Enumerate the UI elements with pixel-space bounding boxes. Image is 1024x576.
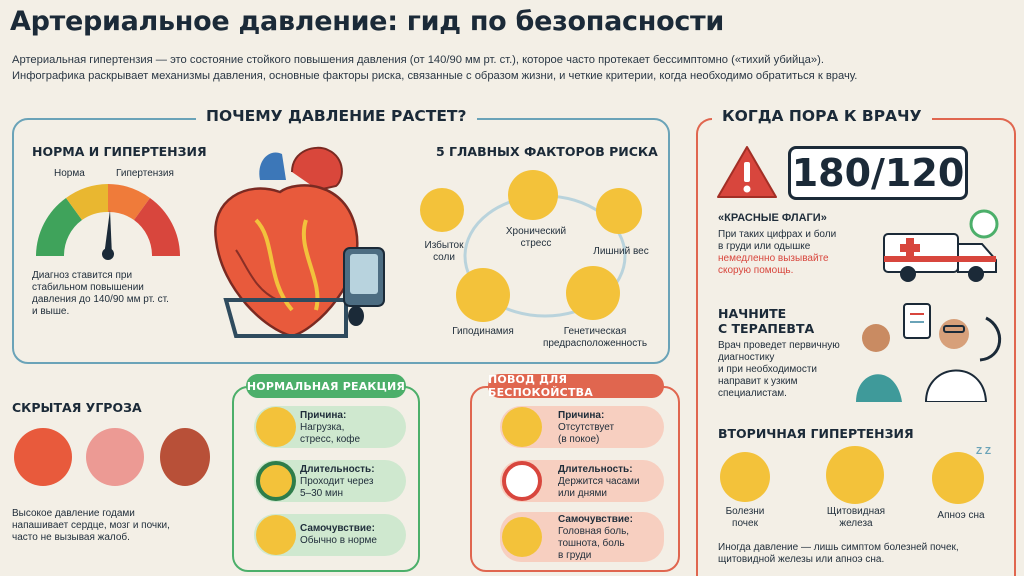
heart-illustration <box>214 146 385 338</box>
factor-hypo: Гиподинамия <box>452 326 514 337</box>
calm-person-icon <box>256 515 296 555</box>
pressure-gauge <box>36 184 180 260</box>
thyroid-icon <box>826 446 884 504</box>
clock-green-icon <box>256 461 296 501</box>
threat-text: Высокое давление годами напашивает сердц… <box>12 508 170 543</box>
normal-feeling-text: Самочувствие:Обычно в норме <box>300 523 377 546</box>
concern-feeling-text: Самочувствие:Головная боль,тошнота, боль… <box>558 514 633 561</box>
sleep-apnea-icon <box>932 452 984 504</box>
secondary-footer: Иногда давление — лишь симптом болезней … <box>718 542 959 565</box>
zz-icon: Z Z <box>976 446 991 457</box>
why-title: ПОЧЕМУ ДАВЛЕНИЕ РАСТЕТ? <box>196 107 477 125</box>
heart-organ-icon <box>14 428 72 486</box>
doctor-title: КОГДА ПОРА К ВРАЧУ <box>712 107 932 125</box>
normal-cause-text: Причина:Нагрузка,стресс, кофе <box>300 410 361 445</box>
clock-red-icon <box>502 461 542 501</box>
risk-title: 5 ГЛАВНЫХ ФАКТОРОВ РИСКА <box>436 144 658 159</box>
dna-icon <box>566 266 620 320</box>
brain-icon <box>86 428 144 486</box>
secondary-title: ВТОРИЧНАЯ ГИПЕРТЕНЗИЯ <box>718 426 914 441</box>
concern-cause-text: Причина:Отсутствует(в покое) <box>558 410 615 445</box>
salt-icon <box>420 188 464 232</box>
normal-label: НОРМАЛЬНАЯ РЕАКЦИЯ <box>246 374 406 398</box>
apnea-label: Апноэ сна <box>937 510 985 521</box>
concern-label: ПОВОД ДЛЯ БЕСПОКОЙСТВА <box>488 373 664 399</box>
scale-icon <box>596 188 642 234</box>
warning-icon <box>717 146 777 198</box>
page-title: Артериальное давление: гид по безопаснос… <box>10 6 724 37</box>
kidneys-icon <box>720 452 770 502</box>
threat-title: СКРЫТАЯ УГРОЗА <box>12 400 142 415</box>
diagnosis-text: Диагноз ставится при стабильном повышени… <box>32 270 169 317</box>
couch-icon <box>456 268 510 322</box>
gauge-hyper-label: Гипертензия <box>116 168 174 179</box>
ambulance-icon <box>883 209 999 282</box>
gauge-norm-label: Норма <box>54 168 85 179</box>
intro-text: Артериальная гипертензия — это состояние… <box>12 54 858 82</box>
bp-value: 180/120 <box>788 146 968 200</box>
kidney-icon <box>160 428 210 486</box>
red-flags-text: «КРАСНЫЕ ФЛАГИ» При таких цифрах и боли … <box>718 212 837 276</box>
pain-person-icon <box>502 517 542 557</box>
stress-icon <box>508 170 558 220</box>
runner-icon <box>256 407 296 447</box>
start-text: Врач проведет первичную диагностику и пр… <box>718 340 840 399</box>
norm-title: НОРМА И ГИПЕРТЕНЗИЯ <box>32 144 207 159</box>
factor-weight: Лишний вес <box>593 246 649 257</box>
doctor-consult-icon <box>856 303 1002 402</box>
resting-icon <box>502 407 542 447</box>
